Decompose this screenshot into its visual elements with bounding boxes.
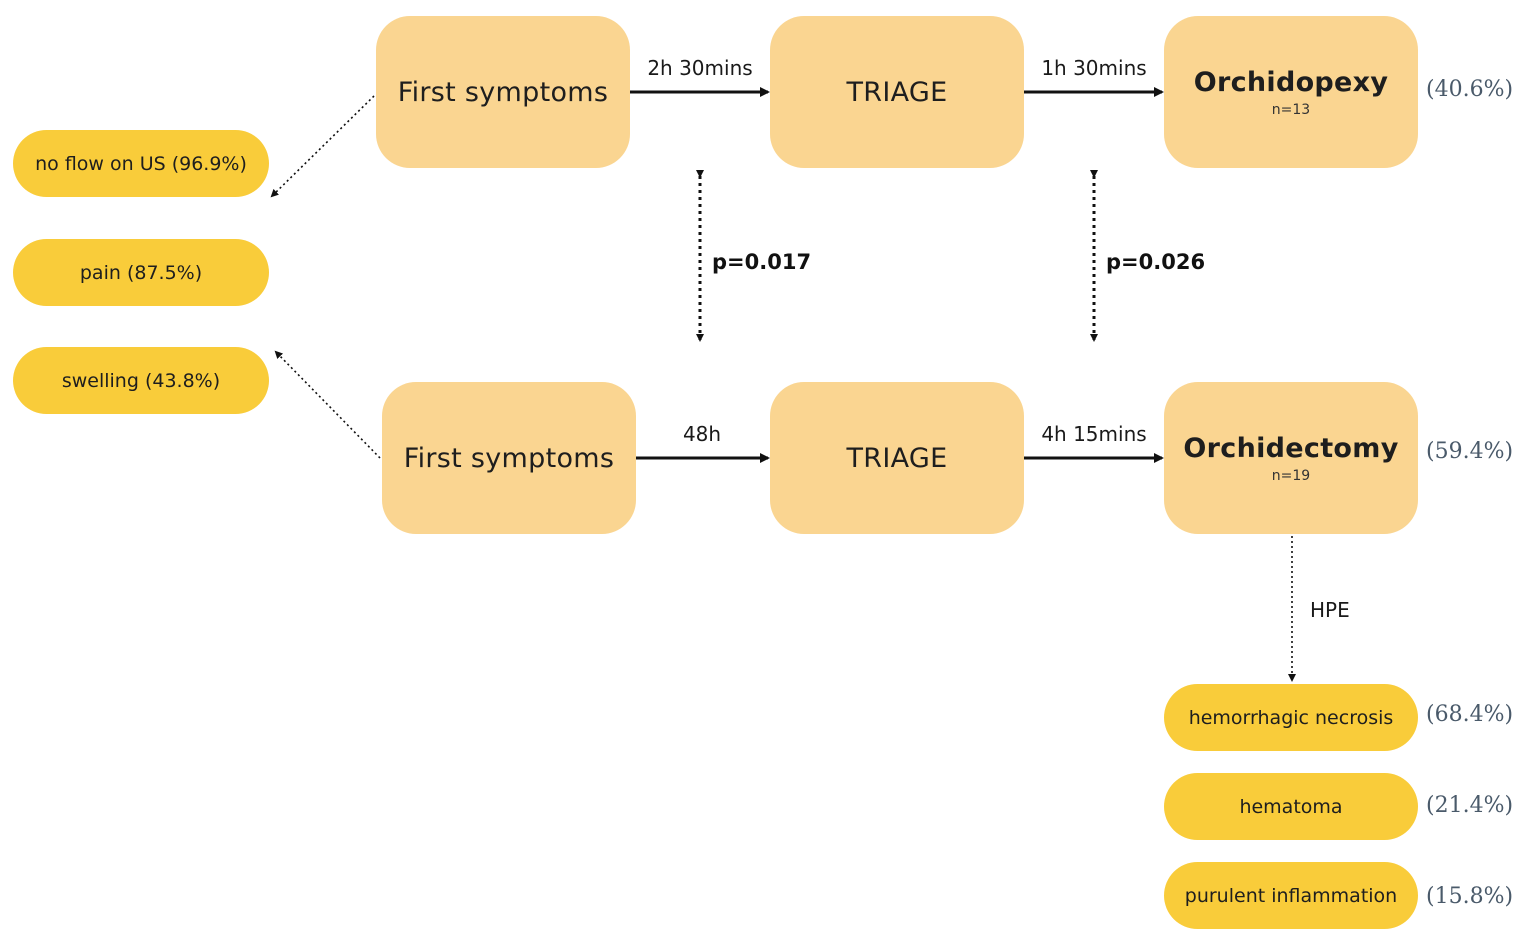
finding-hemorrhagic-necrosis-percent: (68.4%): [1426, 702, 1514, 727]
bottom-delay-to-surgery: 4h 15mins: [1041, 422, 1147, 446]
bottom-first-symptoms-label: First symptoms: [403, 442, 615, 474]
finding-hemorrhagic-necrosis: hemorrhagic necrosis: [1164, 684, 1418, 751]
hpe-label: HPE: [1310, 598, 1350, 622]
symptom-swelling: swelling (43.8%): [13, 347, 269, 414]
dotted-arrow-bottom-to-symptoms: [274, 350, 381, 459]
orchidectomy-count: n=19: [1271, 467, 1311, 484]
p-value-surgery: p=0.026: [1106, 250, 1206, 274]
orchidopexy-label: Orchidopexy: [1193, 66, 1389, 98]
orchidopexy-count: n=13: [1271, 101, 1311, 118]
bottom-triage-box: TRIAGE: [770, 382, 1024, 534]
p-value-triage: p=0.017: [712, 250, 812, 274]
symptom-pain: pain (87.5%): [13, 239, 269, 306]
top-triage-label: TRIAGE: [846, 76, 948, 108]
bottom-delay-to-triage: 48h: [682, 422, 722, 446]
top-first-symptoms-label: First symptoms: [397, 76, 609, 108]
finding-hematoma-percent: (21.4%): [1426, 793, 1514, 818]
symptom-no-flow: no flow on US (96.9%): [13, 130, 269, 197]
top-delay-to-surgery: 1h 30mins: [1041, 56, 1147, 80]
top-delay-to-triage: 2h 30mins: [647, 56, 753, 80]
top-triage-box: TRIAGE: [770, 16, 1024, 168]
finding-purulent-inflammation-percent: (15.8%): [1426, 884, 1514, 909]
finding-hematoma: hematoma: [1164, 773, 1418, 840]
orchidopexy-percent: (40.6%): [1426, 77, 1514, 102]
bottom-first-symptoms-box: First symptoms: [382, 382, 636, 534]
bottom-triage-label: TRIAGE: [846, 442, 948, 474]
orchidectomy-label: Orchidectomy: [1183, 432, 1399, 464]
dotted-arrow-top-to-symptoms: [270, 95, 375, 198]
orchidectomy-box: Orchidectomy n=19: [1164, 382, 1418, 534]
top-first-symptoms-box: First symptoms: [376, 16, 630, 168]
orchidectomy-percent: (59.4%): [1426, 439, 1514, 464]
orchidopexy-box: Orchidopexy n=13: [1164, 16, 1418, 168]
finding-purulent-inflammation: purulent inflammation: [1164, 862, 1418, 929]
